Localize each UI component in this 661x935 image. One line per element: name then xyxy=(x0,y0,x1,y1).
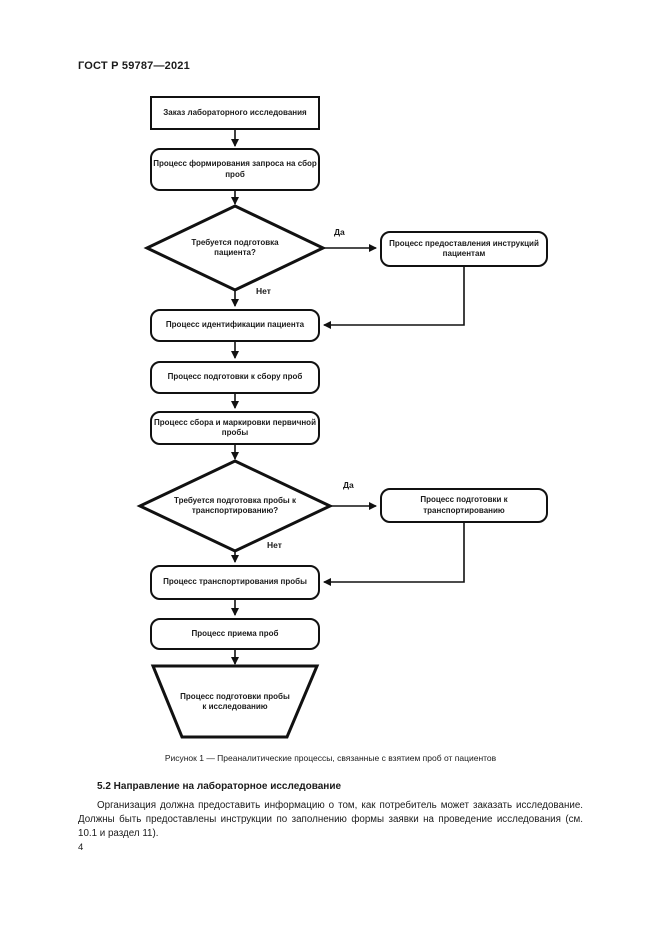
page-number: 4 xyxy=(78,842,84,853)
decision-transport-prep-shape xyxy=(136,459,334,553)
node-receive-samples: Процесс приема проб xyxy=(150,618,320,650)
decision-transport-prep-label: Требуется подготовка пробы к транспортир… xyxy=(174,495,296,515)
section-heading: 5.2 Направление на лабораторное исследов… xyxy=(97,781,342,792)
arrow-instructions-to-identify xyxy=(323,267,465,329)
edge-label-yes-1: Да xyxy=(334,227,345,237)
node-prep-transport: Процесс подготовки к транспортированию xyxy=(380,488,548,523)
node-collect-and-label: Процесс сбора и маркировки первичной про… xyxy=(150,411,320,445)
node-form-request: Процесс формирования запроса на сбор про… xyxy=(150,148,320,191)
edge-label-no-1: Нет xyxy=(256,286,271,296)
prep-examination-shape xyxy=(150,664,320,739)
decision-patient-prep-shape xyxy=(143,204,327,292)
node-provide-instructions: Процесс предоставления инструкций пациен… xyxy=(380,231,548,267)
decision-patient-prep-label: Требуется подготовка пациента? xyxy=(191,237,279,257)
node-prep-examination-label: Процесс подготовки пробы к исследованию xyxy=(180,691,290,711)
section-paragraph: Организация должна предоставить информац… xyxy=(78,800,583,839)
node-identify-patient: Процесс идентификации пациента xyxy=(150,309,320,342)
edge-label-no-2: Нет xyxy=(267,540,282,550)
figure-caption: Рисунок 1 — Преаналитические процессы, с… xyxy=(164,753,497,763)
node-transport: Процесс транспортирования пробы xyxy=(150,565,320,600)
arrow-preptransport-to-transport xyxy=(323,523,465,586)
node-laboratory-order: Заказ лабораторного исследования xyxy=(150,96,320,130)
edge-label-yes-2: Да xyxy=(343,480,354,490)
document-header: ГОСТ Р 59787—2021 xyxy=(78,60,190,72)
node-prep-collection: Процесс подготовки к сбору проб xyxy=(150,361,320,394)
